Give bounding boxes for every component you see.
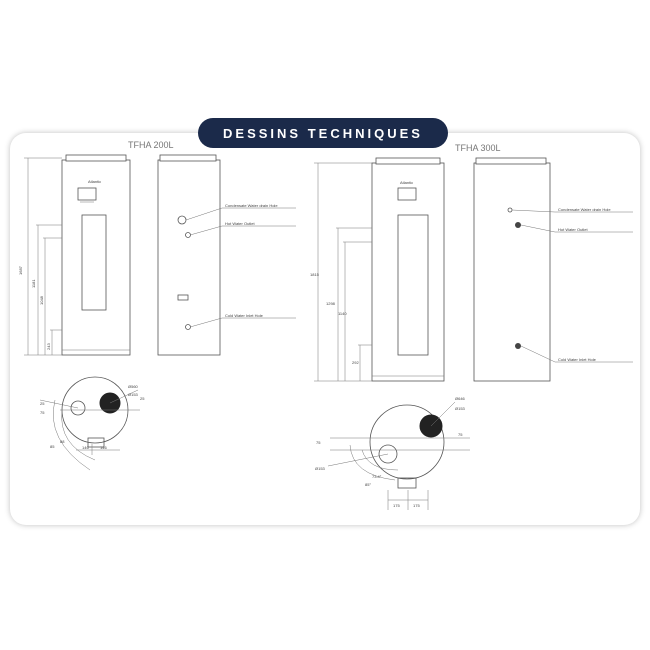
top-d-side-300l: Ø153	[315, 466, 326, 471]
front-view-300l: Atlantic	[371, 157, 445, 382]
label-hot-200l: Hot Water Outlet	[225, 221, 256, 226]
dim-2-200l: 1048	[39, 295, 44, 305]
label-condensate-200l: Condensate Water drain Hole	[225, 203, 278, 208]
model-title-300l: TFHA 300L	[455, 143, 501, 153]
dim-1-200l: 1181	[31, 279, 36, 288]
top-angle2-300l: 85°	[365, 482, 371, 487]
top-d-inner-300l: Ø153	[455, 406, 466, 411]
side-view-200l: Condensate Water drain Hole Hot Water Ou…	[157, 154, 296, 356]
top-d-200l: 146	[100, 445, 107, 450]
top-g-200l: 85	[50, 444, 55, 449]
top-d-outer-300l: Ø646	[455, 396, 466, 401]
model-title-200l: TFHA 200L	[128, 140, 174, 150]
dimensions-300l: 1815 1298 1140 292	[310, 162, 372, 382]
dim-total-300l: 1815	[310, 272, 320, 277]
top-d-outer-200l: Ø560	[128, 384, 139, 389]
top-b-200l: 75	[40, 410, 45, 415]
top-angle1-300l: 73.4°	[372, 474, 382, 479]
top-a-300l: 75	[316, 440, 321, 445]
top-d-300l: 175	[413, 503, 420, 508]
dim-total-200l: 1687	[18, 265, 23, 275]
section-title: DESSINS TECHNIQUES	[223, 125, 423, 141]
dim-3-300l: 292	[352, 360, 359, 365]
label-condensate-300l: Condensate Water drain Hole	[558, 207, 611, 212]
top-view-200l: Ø560 Ø153 25 75 146 146 25 88 85	[39, 376, 145, 471]
brand-200l: Atlantic	[88, 179, 101, 184]
dim-2-300l: 1140	[338, 311, 347, 316]
dimensions-200l: 1687 1181 1048 243	[18, 157, 62, 356]
top-f-200l: 88	[60, 439, 65, 444]
section-title-banner: DESSINS TECHNIQUES	[198, 118, 448, 148]
dim-3-200l: 243	[46, 343, 51, 350]
top-c-300l: 175	[393, 503, 400, 508]
top-b-300l: 75	[458, 432, 463, 437]
label-hot-300l: Hot Water Outlet	[558, 227, 589, 232]
top-a-200l: 25	[40, 401, 45, 406]
side-view-300l: Condensate Water drain Hole Hot Water Ou…	[473, 157, 633, 382]
brand-300l: Atlantic	[400, 180, 413, 185]
label-cold-300l: Cold Water Inlet Hole	[558, 357, 597, 362]
top-view-300l: Ø646 Ø153 Ø153 75 75 175 175 73.4° 85°	[315, 396, 470, 510]
top-e-200l: 25	[140, 396, 145, 401]
label-cold-200l: Cold Water Inlet Hole	[225, 313, 264, 318]
top-d-inner-200l: Ø153	[128, 392, 139, 397]
dim-1-300l: 1298	[326, 301, 336, 306]
front-view-200l: Atlantic	[61, 154, 131, 356]
top-c-200l: 146	[82, 445, 89, 450]
